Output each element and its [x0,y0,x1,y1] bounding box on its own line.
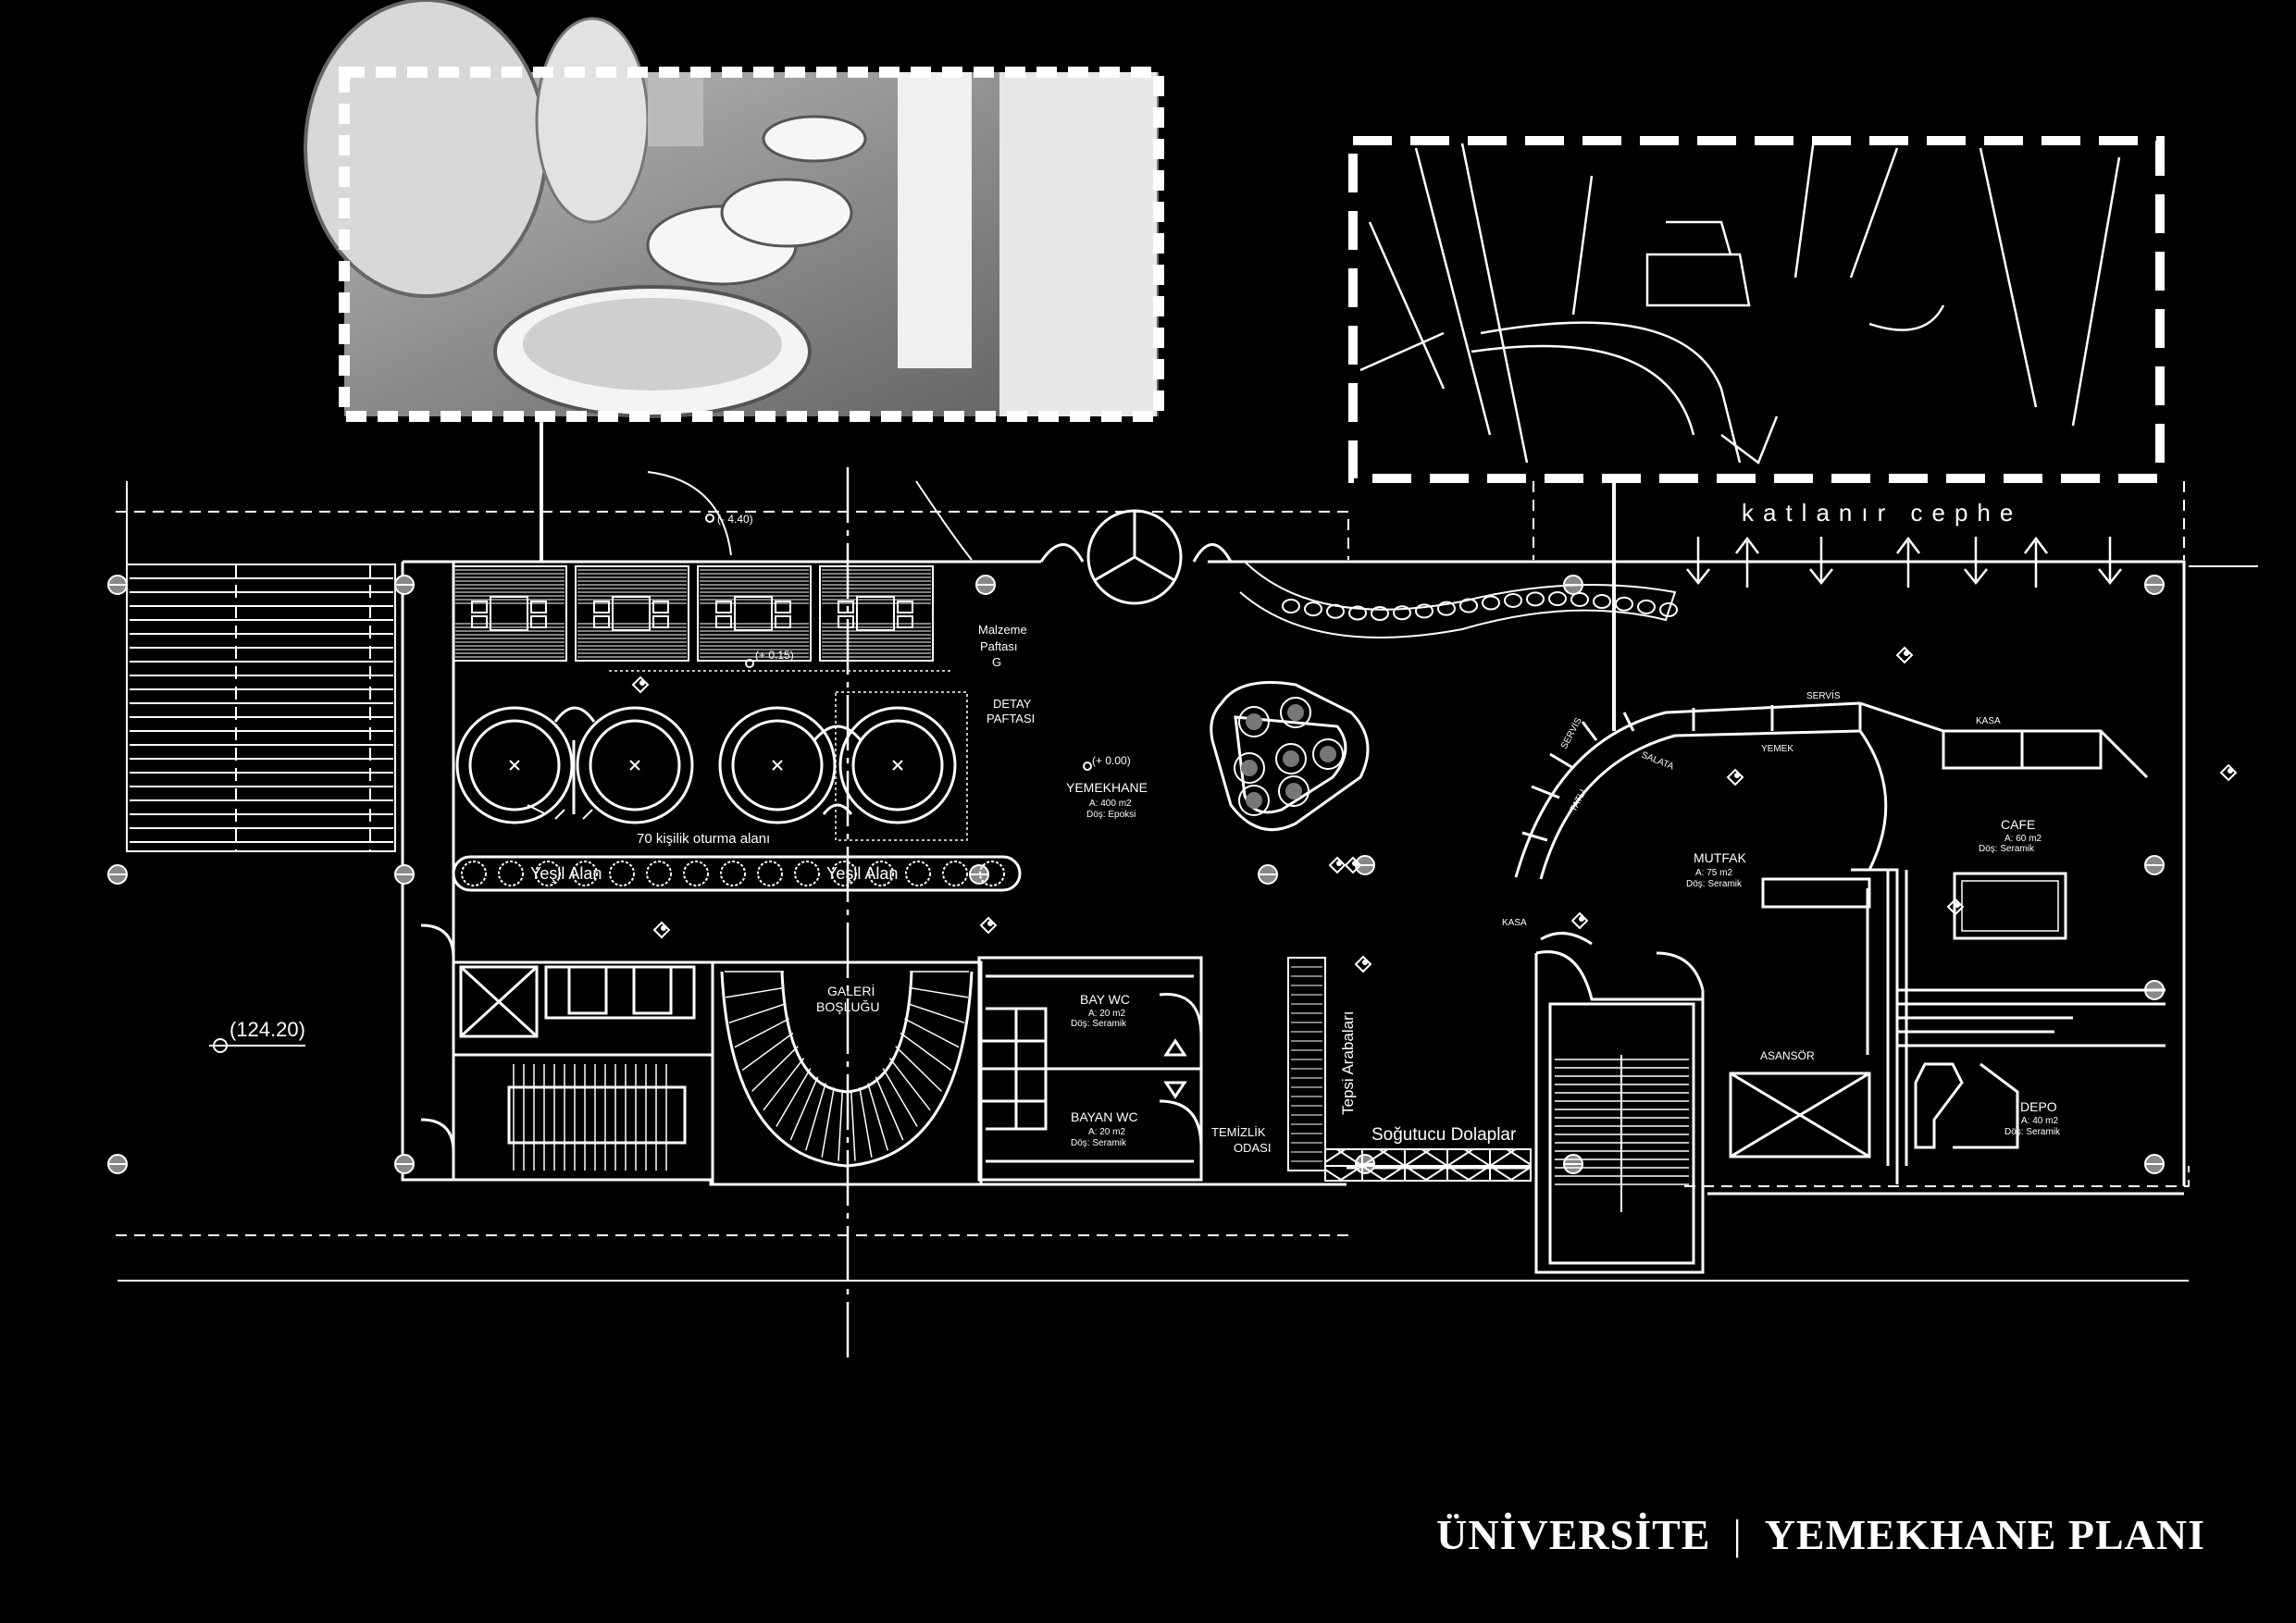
refrigerators-label: Soğutucu Dolaplar [1371,1125,1517,1145]
men-wc-floor: Döş: Seramik [1071,1019,1127,1029]
women-wc-label: BAYAN WC [1071,1109,1138,1124]
service-core [1534,950,1705,1274]
serving-label-2: SERVİS [1806,689,1841,701]
men-wc-area: A: 20 m2 [1088,1009,1125,1019]
cafe-label: CAFE [2001,817,2035,832]
perspective-frame [1348,136,2165,483]
kitchen-walls [1540,701,2166,1184]
men-wc-label: BAY WC [1080,992,1130,1007]
revolving-door [1086,509,1183,605]
material-sheet-label-3: G [992,655,1001,669]
refrigerators [1324,1148,1532,1182]
cafe-counter [1953,872,2067,940]
exterior-stairs [126,481,396,852]
level-label-d: (124.20) [230,1018,305,1041]
kitchen-label: MUTFAK [1694,850,1746,865]
people-icons [631,646,2238,973]
building-walls [401,543,2186,1196]
green-area-label-1: Yeşil Alan [530,864,602,883]
serving-label-1: SERVİS [1558,715,1584,751]
detail-sheet-label-2: PAFTASI [987,712,1035,725]
facade-bench [1239,561,1678,638]
storage-floor: Döş: Seramik [2004,1127,2061,1137]
cashier-label-1: KASA [1502,918,1527,928]
women-wc-area: A: 20 m2 [1088,1127,1125,1137]
dashed-outline [116,481,2190,1236]
title-university: ÜNİVERSİTE [1436,1511,1711,1558]
tray-carts-label: Tepsi Arabaları [1339,1011,1357,1115]
title-plan: YEMEKHANE PLANI [1764,1511,2205,1558]
material-sheet-label-2: Paftası [980,639,1017,653]
entrance-arc [647,471,973,561]
green-strip [452,855,1022,892]
folding-facade-label: katlanır cephe [1742,499,2022,527]
women-wc-floor: Döş: Seramik [1071,1138,1127,1148]
booth-seating [453,565,934,662]
cleaning-room-label-2: ODASI [1234,1141,1271,1155]
storage-area: A: 40 m2 [2021,1116,2058,1126]
central-salad-island [1210,681,1370,832]
level-label-a: (- 4.40) [717,513,753,526]
serving-counter [1514,701,1861,880]
level-label-b: (+ 0.15) [755,649,794,662]
plan-labels: katlanır cephe Malzeme Paftası G DETAY P… [230,499,2061,1155]
dining-hall-label: YEMEKHANE [1066,780,1148,795]
elevator-label: ASANSÖR [1760,1049,1815,1062]
kitchen-floor: Döş: Seramik [1686,879,1743,889]
level-label-c: (+ 0.00) [1092,754,1131,767]
cashier-label-2: KASA [1976,716,2001,726]
left-core [420,923,714,1182]
interior-perspective-sketch [1359,138,2121,465]
storage-label: DEPO [2020,1099,2057,1114]
dining-hall-floor: Döş: Epoksi [1086,810,1136,820]
interior-render-photo [304,0,1159,418]
detail-sheet-label-1: DETAY [993,697,1032,711]
gallery-label-1: GALERİ [827,983,875,998]
meal-label: YEMEK [1761,744,1793,754]
structural-columns [107,575,2165,1174]
tray-rack [1287,957,1326,1171]
dessert-label: TATLI [1569,788,1589,814]
salad-label: SALATA [1640,750,1676,773]
cafe-area: A: 60 m2 [2004,834,2042,844]
wc-block [977,956,1203,1182]
cleaning-room-label-1: TEMİZLİK [1211,1125,1266,1139]
gallery-stair [711,960,983,1186]
page-title: ÜNİVERSİTE | YEMEKHANE PLANI [1436,1510,2205,1559]
kitchen-area: A: 75 m2 [1695,868,1732,878]
dining-hall-area: A: 400 m2 [1089,799,1132,809]
material-sheet-label-1: Malzeme [978,623,1027,637]
render-photo-frame [339,67,1164,422]
title-separator: | [1732,1511,1743,1558]
level-markers [209,514,1092,1053]
gallery-label-2: BOŞLUĞU [816,999,879,1014]
folding-facade-arrows [1686,536,2122,588]
detail-box [835,691,968,841]
cafe-floor: Döş: Seramik [1979,844,2035,854]
green-area-label-2: Yeşil Alan [826,864,898,883]
seating-label: 70 kişilik oturma alanı [637,831,770,847]
round-seating-pods [455,706,957,824]
